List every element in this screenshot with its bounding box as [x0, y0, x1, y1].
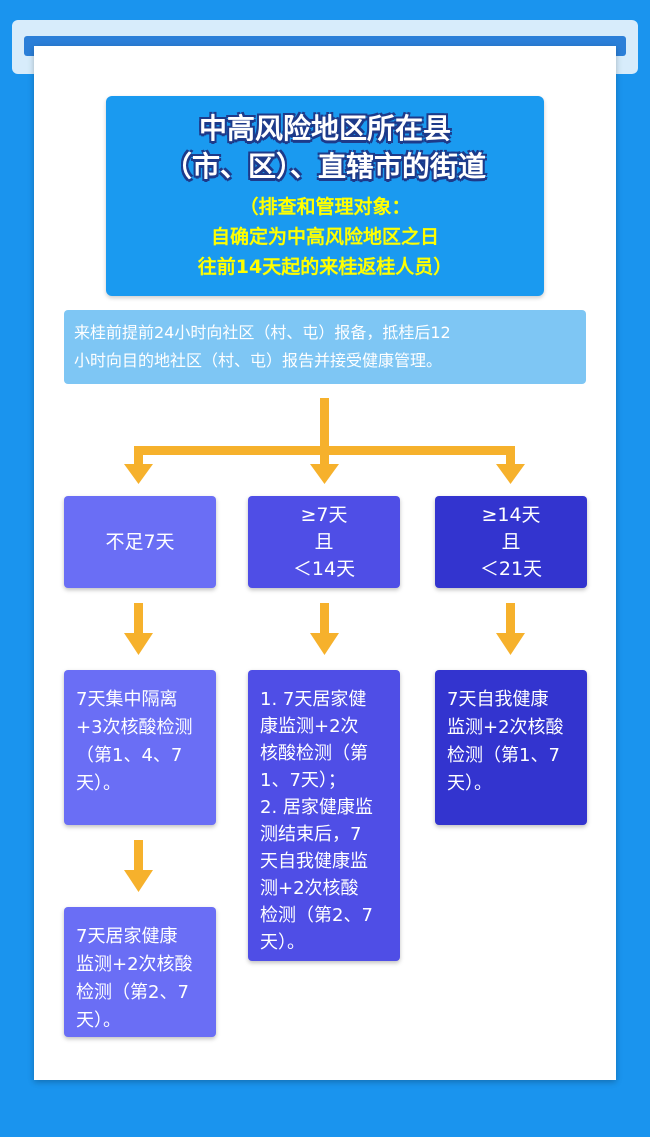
- arrow-head-7: [124, 870, 153, 892]
- notice-box: 来桂前提前24小时向社区（村、屯）报备，抵桂后12 小时向目的地社区（村、屯）报…: [64, 310, 586, 384]
- condition-2-line-3: ＜14天: [292, 557, 356, 580]
- result-2-line-4: 1、7天）；: [260, 770, 346, 791]
- result-1a-line-4: 天）。: [76, 773, 121, 794]
- result-box-2: 1. 7天居家健 康监测+2次 核酸检测（第 1、7天）； 2. 居家健康监 测…: [248, 670, 400, 961]
- result-1b-line-4: 天）。: [76, 1010, 121, 1031]
- condition-3-line-3: ＜21天: [479, 557, 543, 580]
- arrow-head-1: [124, 464, 153, 484]
- result-box-1a: 7天集中隔离 +3次核酸检测 （第1、4、7 天）。: [64, 670, 216, 825]
- notice-line-1: 来桂前提前24小时向社区（村、屯）报备，抵桂后12: [74, 323, 451, 342]
- arrow-shaft-5: [320, 603, 329, 637]
- branch-drop-3: [506, 446, 515, 468]
- arrow-shaft-6: [506, 603, 515, 637]
- result-3-line-1: 7天自我健康: [447, 689, 549, 710]
- condition-2-line-2: 且: [314, 530, 334, 553]
- condition-2-line-1: ≥7天: [300, 503, 348, 526]
- arrow-shaft-7: [134, 840, 143, 874]
- arrow-head-6: [496, 633, 525, 655]
- arrow-head-2: [310, 464, 339, 484]
- result-2-line-6: 测结束后，7: [260, 824, 362, 845]
- result-3-line-2: 监测+2次核酸: [447, 717, 564, 738]
- result-box-3: 7天自我健康 监测+2次核酸 检测（第1、7 天）。: [435, 670, 587, 825]
- subtitle-line-3: 往前14天起的来桂返桂人员）: [197, 256, 453, 278]
- result-1b-line-3: 检测（第2、7: [76, 982, 189, 1003]
- result-3-line-3: 检测（第1、7: [447, 745, 560, 766]
- notice-line-2: 小时向目的地社区（村、屯）报告并接受健康管理。: [74, 351, 443, 370]
- result-box-1b: 7天居家健康 监测+2次核酸 检测（第2、7 天）。: [64, 907, 216, 1037]
- arrow-head-5: [310, 633, 339, 655]
- result-1a-line-1: 7天集中隔离: [76, 689, 178, 710]
- arrow-shaft-4: [134, 603, 143, 637]
- result-2-line-5: 2. 居家健康监: [260, 797, 373, 818]
- condition-box-3: ≥14天 且 ＜21天: [435, 496, 587, 588]
- condition-3-line-2: 且: [501, 530, 521, 553]
- title-box: 中高风险地区所在县 （市、区）、直辖市的街道 （排查和管理对象： 自确定为中高风…: [106, 96, 544, 296]
- result-1b-line-1: 7天居家健康: [76, 926, 178, 947]
- branch-drop-2: [320, 446, 329, 468]
- condition-box-1: 不足7天: [64, 496, 216, 588]
- trunk-line: [320, 398, 329, 446]
- result-2-line-7: 天自我健康监: [260, 851, 368, 872]
- condition-1-line-1: 不足7天: [105, 530, 175, 553]
- arrow-head-3: [496, 464, 525, 484]
- result-3-line-4: 天）。: [447, 773, 492, 794]
- result-2-line-1: 1. 7天居家健: [260, 689, 367, 710]
- subtitle-line-1: （排查和管理对象：: [239, 196, 411, 218]
- result-2-line-2: 康监测+2次: [260, 716, 359, 737]
- result-2-line-10: 天）。: [260, 932, 305, 953]
- result-1a-line-3: （第1、4、7: [76, 745, 183, 766]
- branch-drop-1: [134, 446, 143, 468]
- arrow-head-4: [124, 633, 153, 655]
- result-2-line-8: 测+2次核酸: [260, 878, 359, 899]
- result-1b-line-2: 监测+2次核酸: [76, 954, 193, 975]
- condition-box-2: ≥7天 且 ＜14天: [248, 496, 400, 588]
- subtitle-line-2: 自确定为中高风险地区之日: [210, 226, 439, 248]
- result-2-line-3: 核酸检测（第: [260, 743, 368, 764]
- result-2-line-9: 检测（第2、7: [260, 905, 373, 926]
- result-1a-line-2: +3次核酸检测: [76, 717, 193, 738]
- title-line-1: 中高风险地区所在县: [198, 112, 451, 145]
- title-line-2: （市、区）、直辖市的街道: [163, 150, 486, 183]
- condition-3-line-1: ≥14天: [481, 503, 541, 526]
